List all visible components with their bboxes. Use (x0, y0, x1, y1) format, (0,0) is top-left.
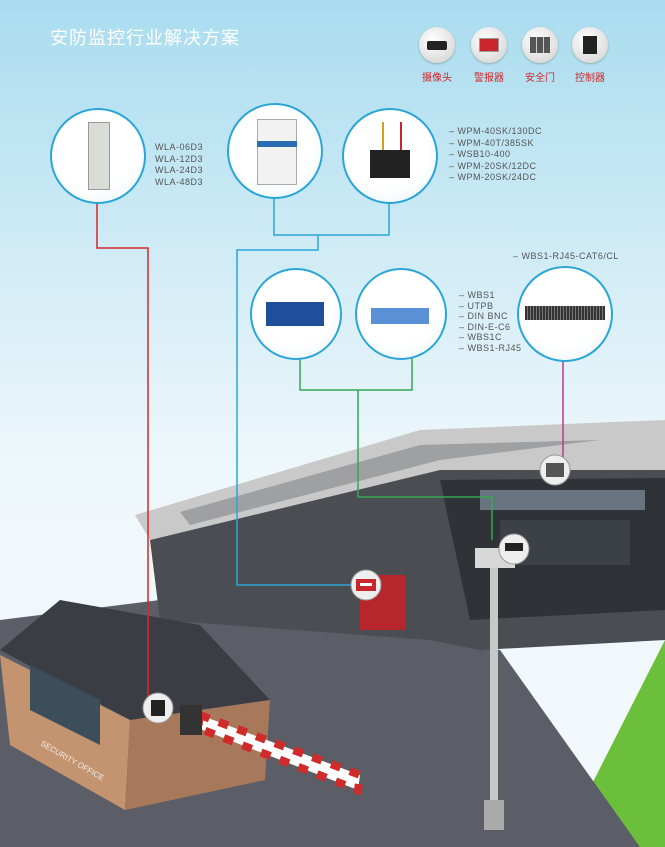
model-item: – DIN-E-C6 (459, 321, 511, 332)
door-marker-icon (539, 454, 571, 486)
category-label: 安全门 (525, 73, 555, 84)
camera-marker-icon (498, 533, 530, 565)
category-camera: 摄像头 (417, 27, 457, 84)
model-item: WLA-06D3 (155, 142, 204, 152)
red-connection-line (96, 203, 149, 700)
wbs-model-list: – WBS1 – UTPB – DIN BNC – DIN-E-C6 – WBS… (459, 290, 522, 353)
model-item: – WBS1C (459, 332, 503, 342)
model-item: – WPM-20SK/24DC (449, 172, 537, 182)
product-video-spd (250, 268, 342, 360)
category-label: 控制器 (575, 73, 605, 84)
model-item: – WBS1 (459, 290, 496, 300)
camera-pole (490, 565, 498, 805)
blue-connection-line (273, 198, 390, 236)
camera-icon (419, 27, 455, 63)
model-item: – WPM-40T/385SK (449, 137, 535, 148)
product-din-rail-spd (50, 108, 146, 204)
model-item: – UTPB (459, 300, 494, 311)
model-item: WLA-24D3 (155, 165, 204, 175)
model-item: WLA-12D3 (155, 153, 204, 164)
product-rack-spd (517, 266, 613, 362)
category-alarm: 警报器 (469, 27, 509, 84)
controller-icon (572, 27, 608, 63)
category-security-door: 安全门 (520, 27, 560, 84)
model-item: – WBS1-RJ45 (459, 342, 522, 353)
alarm-marker-icon (350, 569, 382, 601)
model-item: WLA-48D3 (155, 176, 204, 187)
model-item: – WPM-40SK/130DC (449, 126, 543, 136)
green-connection-line (299, 358, 413, 391)
page-title: 安防监控行业解决方案 (50, 28, 240, 48)
building-roof (135, 420, 665, 540)
security-door-icon (522, 27, 558, 63)
product-power-spd (227, 103, 323, 199)
product-signal-spd (355, 268, 447, 360)
model-item: – DIN BNC (459, 311, 509, 321)
model-item: – WSB10-400 (449, 149, 511, 159)
model-item: – WPM-20SK/12DC (449, 160, 537, 171)
category-controller: 控制器 (570, 27, 610, 84)
controller-marker-icon (142, 692, 174, 724)
product-wire-spd (342, 108, 438, 204)
category-label: 警报器 (474, 73, 504, 84)
category-label: 摄像头 (422, 73, 452, 84)
wla-model-list: WLA-06D3 WLA-12D3 WLA-24D3 WLA-48D3 (155, 142, 203, 188)
booth-roof (0, 600, 270, 720)
cat6-model-label: – WBS1-RJ45-CAT6/CL (513, 251, 619, 261)
alarm-icon (471, 27, 507, 63)
wpm-model-list: – WPM-40SK/130DC – WPM-40T/385SK – WSB10… (449, 126, 542, 184)
